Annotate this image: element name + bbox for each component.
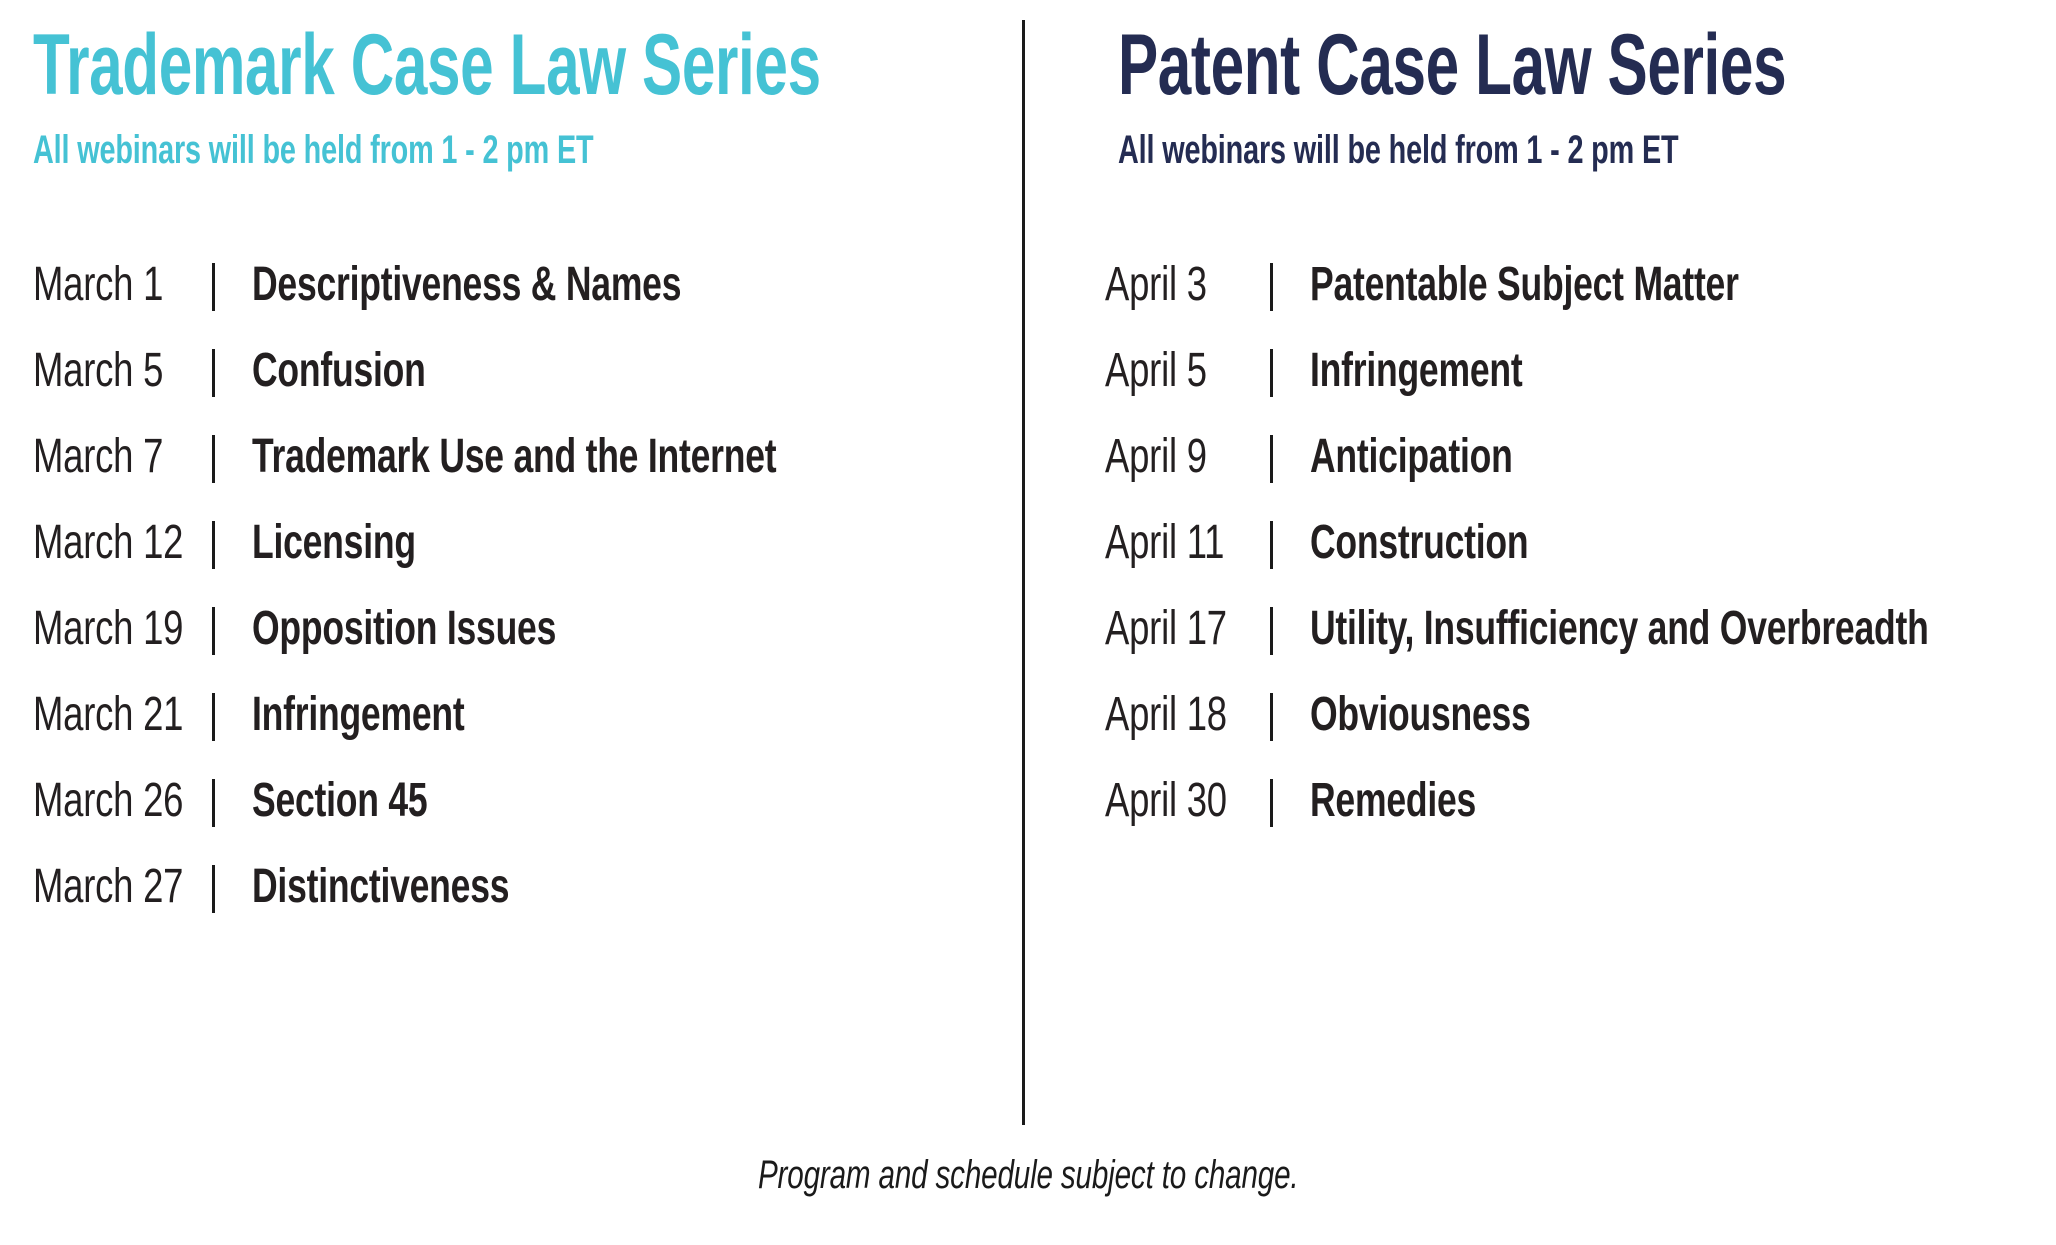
schedule-row-date: April 9 xyxy=(1105,430,1207,483)
schedule-row-topic: Section 45 xyxy=(252,774,428,827)
schedule-row-separator xyxy=(212,263,215,311)
schedule-row-separator xyxy=(212,349,215,397)
schedule-row-topic: Confusion xyxy=(252,344,426,397)
schedule-row-topic: Descriptiveness & Names xyxy=(252,258,682,311)
schedule-row-topic: Patentable Subject Matter xyxy=(1310,258,1739,311)
trademark-series-title: Trademark Case Law Series xyxy=(33,17,821,113)
schedule-row-date: April 3 xyxy=(1105,258,1207,311)
schedule-row-separator xyxy=(212,779,215,827)
schedule-row-date: April 5 xyxy=(1105,344,1207,397)
patent-series-subtitle: All webinars will be held from 1 - 2 pm … xyxy=(1118,128,1679,172)
schedule-row: March 19 Opposition Issues xyxy=(0,598,1022,660)
schedule-row-separator xyxy=(1270,693,1273,741)
schedule-row-separator xyxy=(1270,263,1273,311)
schedule-row: March 7 Trademark Use and the Internet xyxy=(0,426,1022,488)
schedule-row: April 9 Anticipation xyxy=(1022,426,2056,488)
schedule-row: March 1 Descriptiveness & Names xyxy=(0,254,1022,316)
schedule-row-topic: Licensing xyxy=(252,516,416,569)
schedule-row-topic: Opposition Issues xyxy=(252,602,557,655)
schedule-row-separator xyxy=(1270,607,1273,655)
schedule-row: April 17 Utility, Insufficiency and Overb… xyxy=(1022,598,2056,660)
schedule-row-date: April 18 xyxy=(1105,688,1227,741)
schedule-row-date: April 11 xyxy=(1105,516,1225,569)
schedule-row-separator xyxy=(1270,435,1273,483)
schedule-row-date: March 27 xyxy=(33,860,184,913)
schedule-row-date: March 26 xyxy=(33,774,184,827)
patent-column: Patent Case Law Series All webinars will… xyxy=(1022,0,2056,1140)
schedule-row: March 12 Licensing xyxy=(0,512,1022,574)
schedule-row: April 30 Remedies xyxy=(1022,770,2056,832)
schedule-row-separator xyxy=(212,865,215,913)
schedule-row: March 21 Infringement xyxy=(0,684,1022,746)
schedule-row: March 27 Distinctiveness xyxy=(0,856,1022,918)
schedule-row-topic: Construction xyxy=(1310,516,1529,569)
trademark-column: Trademark Case Law Series All webinars w… xyxy=(0,0,1022,1140)
schedule-row-topic: Obviousness xyxy=(1310,688,1531,741)
schedule-row: March 26 Section 45 xyxy=(0,770,1022,832)
schedule-row-separator xyxy=(1270,521,1273,569)
schedule-row-topic: Anticipation xyxy=(1310,430,1513,483)
patent-series-title: Patent Case Law Series xyxy=(1118,17,1787,113)
schedule-row-topic: Trademark Use and the Internet xyxy=(252,430,777,483)
schedule-row: April 3 Patentable Subject Matter xyxy=(1022,254,2056,316)
schedule-row-date: March 21 xyxy=(33,688,184,741)
column-divider xyxy=(1022,20,1025,1125)
schedule-row: April 5 Infringement xyxy=(1022,340,2056,402)
schedule-row-date: March 5 xyxy=(33,344,164,397)
schedule-row-topic: Infringement xyxy=(1310,344,1523,397)
schedule-row-separator xyxy=(212,607,215,655)
schedule-row-topic: Utility, Insufficiency and Overbreadth xyxy=(1310,602,1929,655)
footer-disclaimer-text: Program and schedule subject to change. xyxy=(757,1153,1299,1197)
schedule-row: March 5 Confusion xyxy=(0,340,1022,402)
schedule-row-topic: Remedies xyxy=(1310,774,1477,827)
footer-disclaimer: Program and schedule subject to change. xyxy=(0,1155,2056,1195)
schedule-row-date: April 30 xyxy=(1105,774,1227,827)
schedule-row-separator xyxy=(212,521,215,569)
schedule-row-date: March 7 xyxy=(33,430,164,483)
schedule-row-date: March 1 xyxy=(33,258,164,311)
schedule-row-separator xyxy=(212,435,215,483)
schedule-row-separator xyxy=(212,693,215,741)
schedule-row-date: March 12 xyxy=(33,516,184,569)
schedule-row: April 18 Obviousness xyxy=(1022,684,2056,746)
schedule-row-topic: Infringement xyxy=(252,688,465,741)
schedule-row: April 11 Construction xyxy=(1022,512,2056,574)
trademark-series-subtitle: All webinars will be held from 1 - 2 pm … xyxy=(33,128,594,172)
schedule-row-topic: Distinctiveness xyxy=(252,860,510,913)
schedule-row-date: March 19 xyxy=(33,602,184,655)
schedule-row-separator xyxy=(1270,779,1273,827)
schedule-row-separator xyxy=(1270,349,1273,397)
schedule-row-date: April 17 xyxy=(1105,602,1227,655)
